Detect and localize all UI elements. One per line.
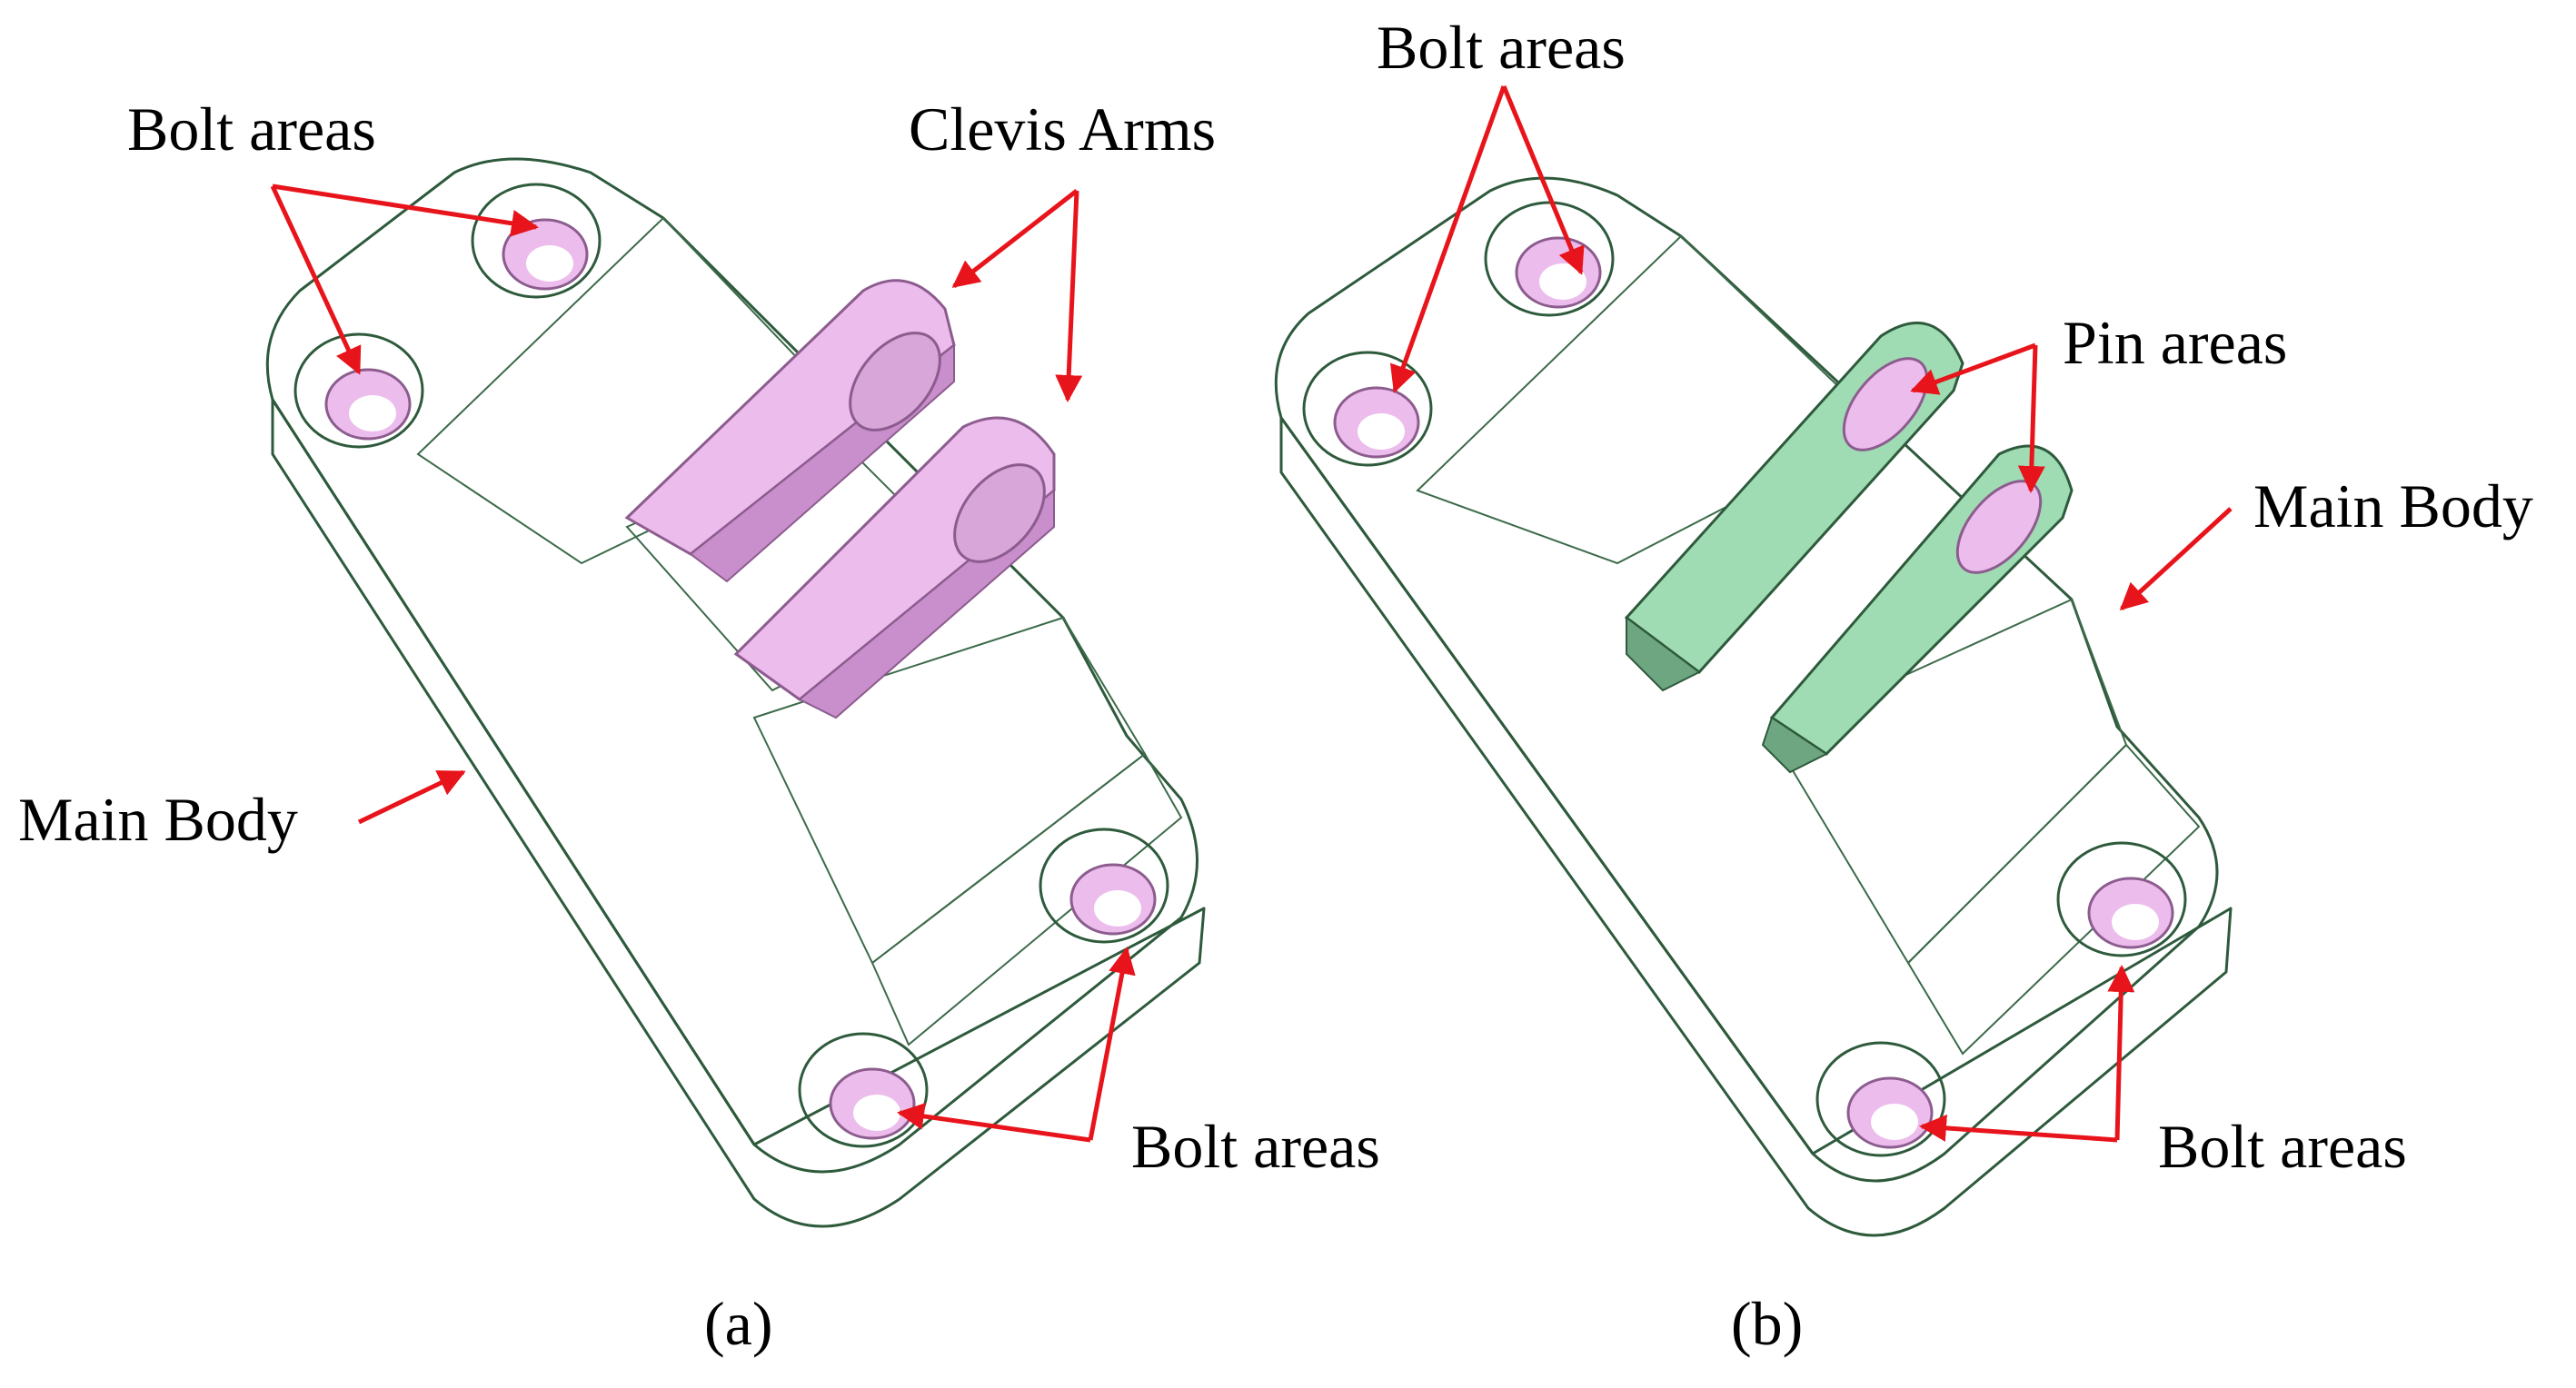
bracket-b bbox=[1274, 176, 2233, 1237]
panel-b: Bolt areas Pin areas Main Body Bolt area… bbox=[1274, 13, 2533, 1358]
label-bolt-areas-top-a: Bolt areas bbox=[127, 94, 376, 164]
bracket-a bbox=[265, 157, 1206, 1228]
label-pin-areas-b: Pin areas bbox=[2063, 308, 2287, 377]
bolt-hole-a-3 bbox=[1039, 828, 1169, 944]
bolt-hole-b-2 bbox=[1484, 201, 1615, 317]
main-body-top-face-a bbox=[265, 157, 1198, 1174]
clevis-arm-2-b bbox=[1761, 444, 2074, 774]
arrows-a bbox=[270, 183, 1136, 1143]
bolt-hole-b-3 bbox=[2056, 841, 2187, 957]
label-main-body-b: Main Body bbox=[2253, 471, 2533, 540]
caption-a: (a) bbox=[704, 1289, 772, 1358]
label-clevis-arms-a: Clevis Arms bbox=[909, 94, 1216, 164]
bolt-hole-a-4 bbox=[798, 1032, 929, 1148]
main-body-top-face-b bbox=[1274, 176, 2219, 1183]
arrows-b bbox=[1389, 85, 2233, 1143]
label-bolt-areas-top-b: Bolt areas bbox=[1377, 13, 1626, 82]
caption-b: (b) bbox=[1731, 1289, 1803, 1358]
clevis-arm-1-b bbox=[1624, 322, 1964, 692]
bolt-hole-a-1 bbox=[293, 332, 424, 449]
clevis-arm-2-a bbox=[733, 416, 1056, 719]
label-bolt-areas-bottom-a: Bolt areas bbox=[1131, 1112, 1380, 1181]
panel-a: Bolt areas Clevis Arms Main Body Bolt ar… bbox=[18, 94, 1380, 1358]
label-main-body-a: Main Body bbox=[18, 785, 298, 854]
bolt-hole-b-1 bbox=[1302, 351, 1433, 467]
clevis-arm-1-a bbox=[624, 279, 956, 583]
bolt-hole-a-2 bbox=[471, 183, 602, 299]
bolt-hole-b-4 bbox=[1815, 1041, 1946, 1157]
label-bolt-areas-bottom-b: Bolt areas bbox=[2158, 1112, 2407, 1181]
